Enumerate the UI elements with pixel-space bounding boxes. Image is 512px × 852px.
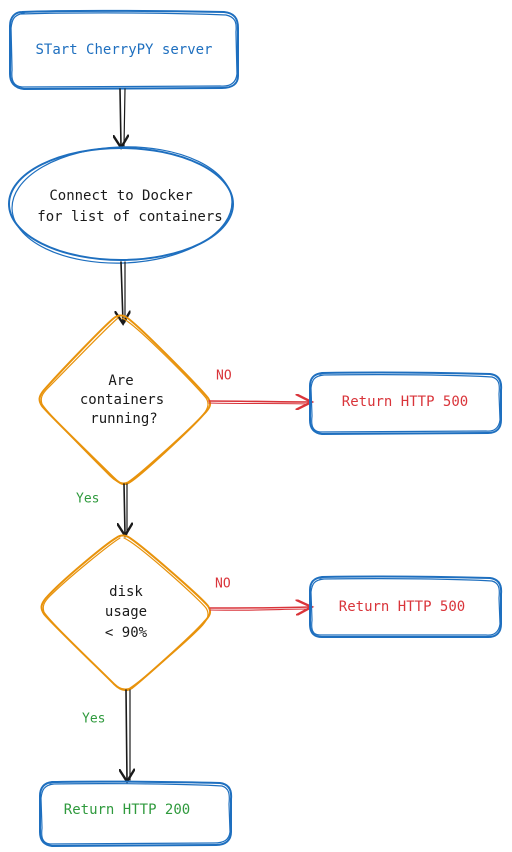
- return500-b-label: Return HTTP 500: [339, 599, 465, 615]
- edge-connect-to-running: [121, 261, 125, 322]
- return500-a-node: Return HTTP 500: [309, 371, 503, 435]
- connect-node-label-line2: for list of containers: [37, 209, 222, 225]
- return500-b-node: Return HTTP 500: [309, 575, 503, 638]
- decision-running-label-line3: running?: [90, 411, 157, 427]
- edge-disk-yes-label: Yes: [82, 712, 105, 727]
- decision-running-label-line1: Are: [108, 373, 133, 389]
- edge-running-yes-label: Yes: [76, 492, 99, 507]
- edge-disk-yes: Yes: [82, 689, 130, 780]
- decision-disk-label-line2: usage: [105, 604, 147, 620]
- decision-running-node: Are containers running?: [38, 314, 212, 486]
- return500-a-label: Return HTTP 500: [342, 394, 468, 410]
- connect-node-label-line1: Connect to Docker: [49, 188, 192, 204]
- start-node-label: STart CherryPY server: [35, 42, 212, 58]
- connect-node: Connect to Docker for list of containers: [8, 146, 234, 264]
- edge-running-no: NO: [208, 369, 310, 405]
- decision-disk-node: disk usage < 90%: [40, 534, 212, 692]
- edge-running-no-label: NO: [216, 369, 232, 384]
- edge-disk-no: NO: [209, 577, 310, 611]
- start-node: STart CherryPY server: [9, 9, 239, 90]
- return200-label: Return HTTP 200: [64, 802, 190, 818]
- edge-running-yes: Yes: [76, 483, 127, 534]
- decision-running-label-line2: containers: [80, 392, 164, 408]
- decision-disk-label-line1: disk: [109, 584, 143, 600]
- edge-disk-no-label: NO: [215, 577, 231, 592]
- edge-start-to-connect: [120, 88, 125, 146]
- return200-node: Return HTTP 200: [39, 780, 233, 847]
- decision-disk-label-line3: < 90%: [105, 625, 148, 641]
